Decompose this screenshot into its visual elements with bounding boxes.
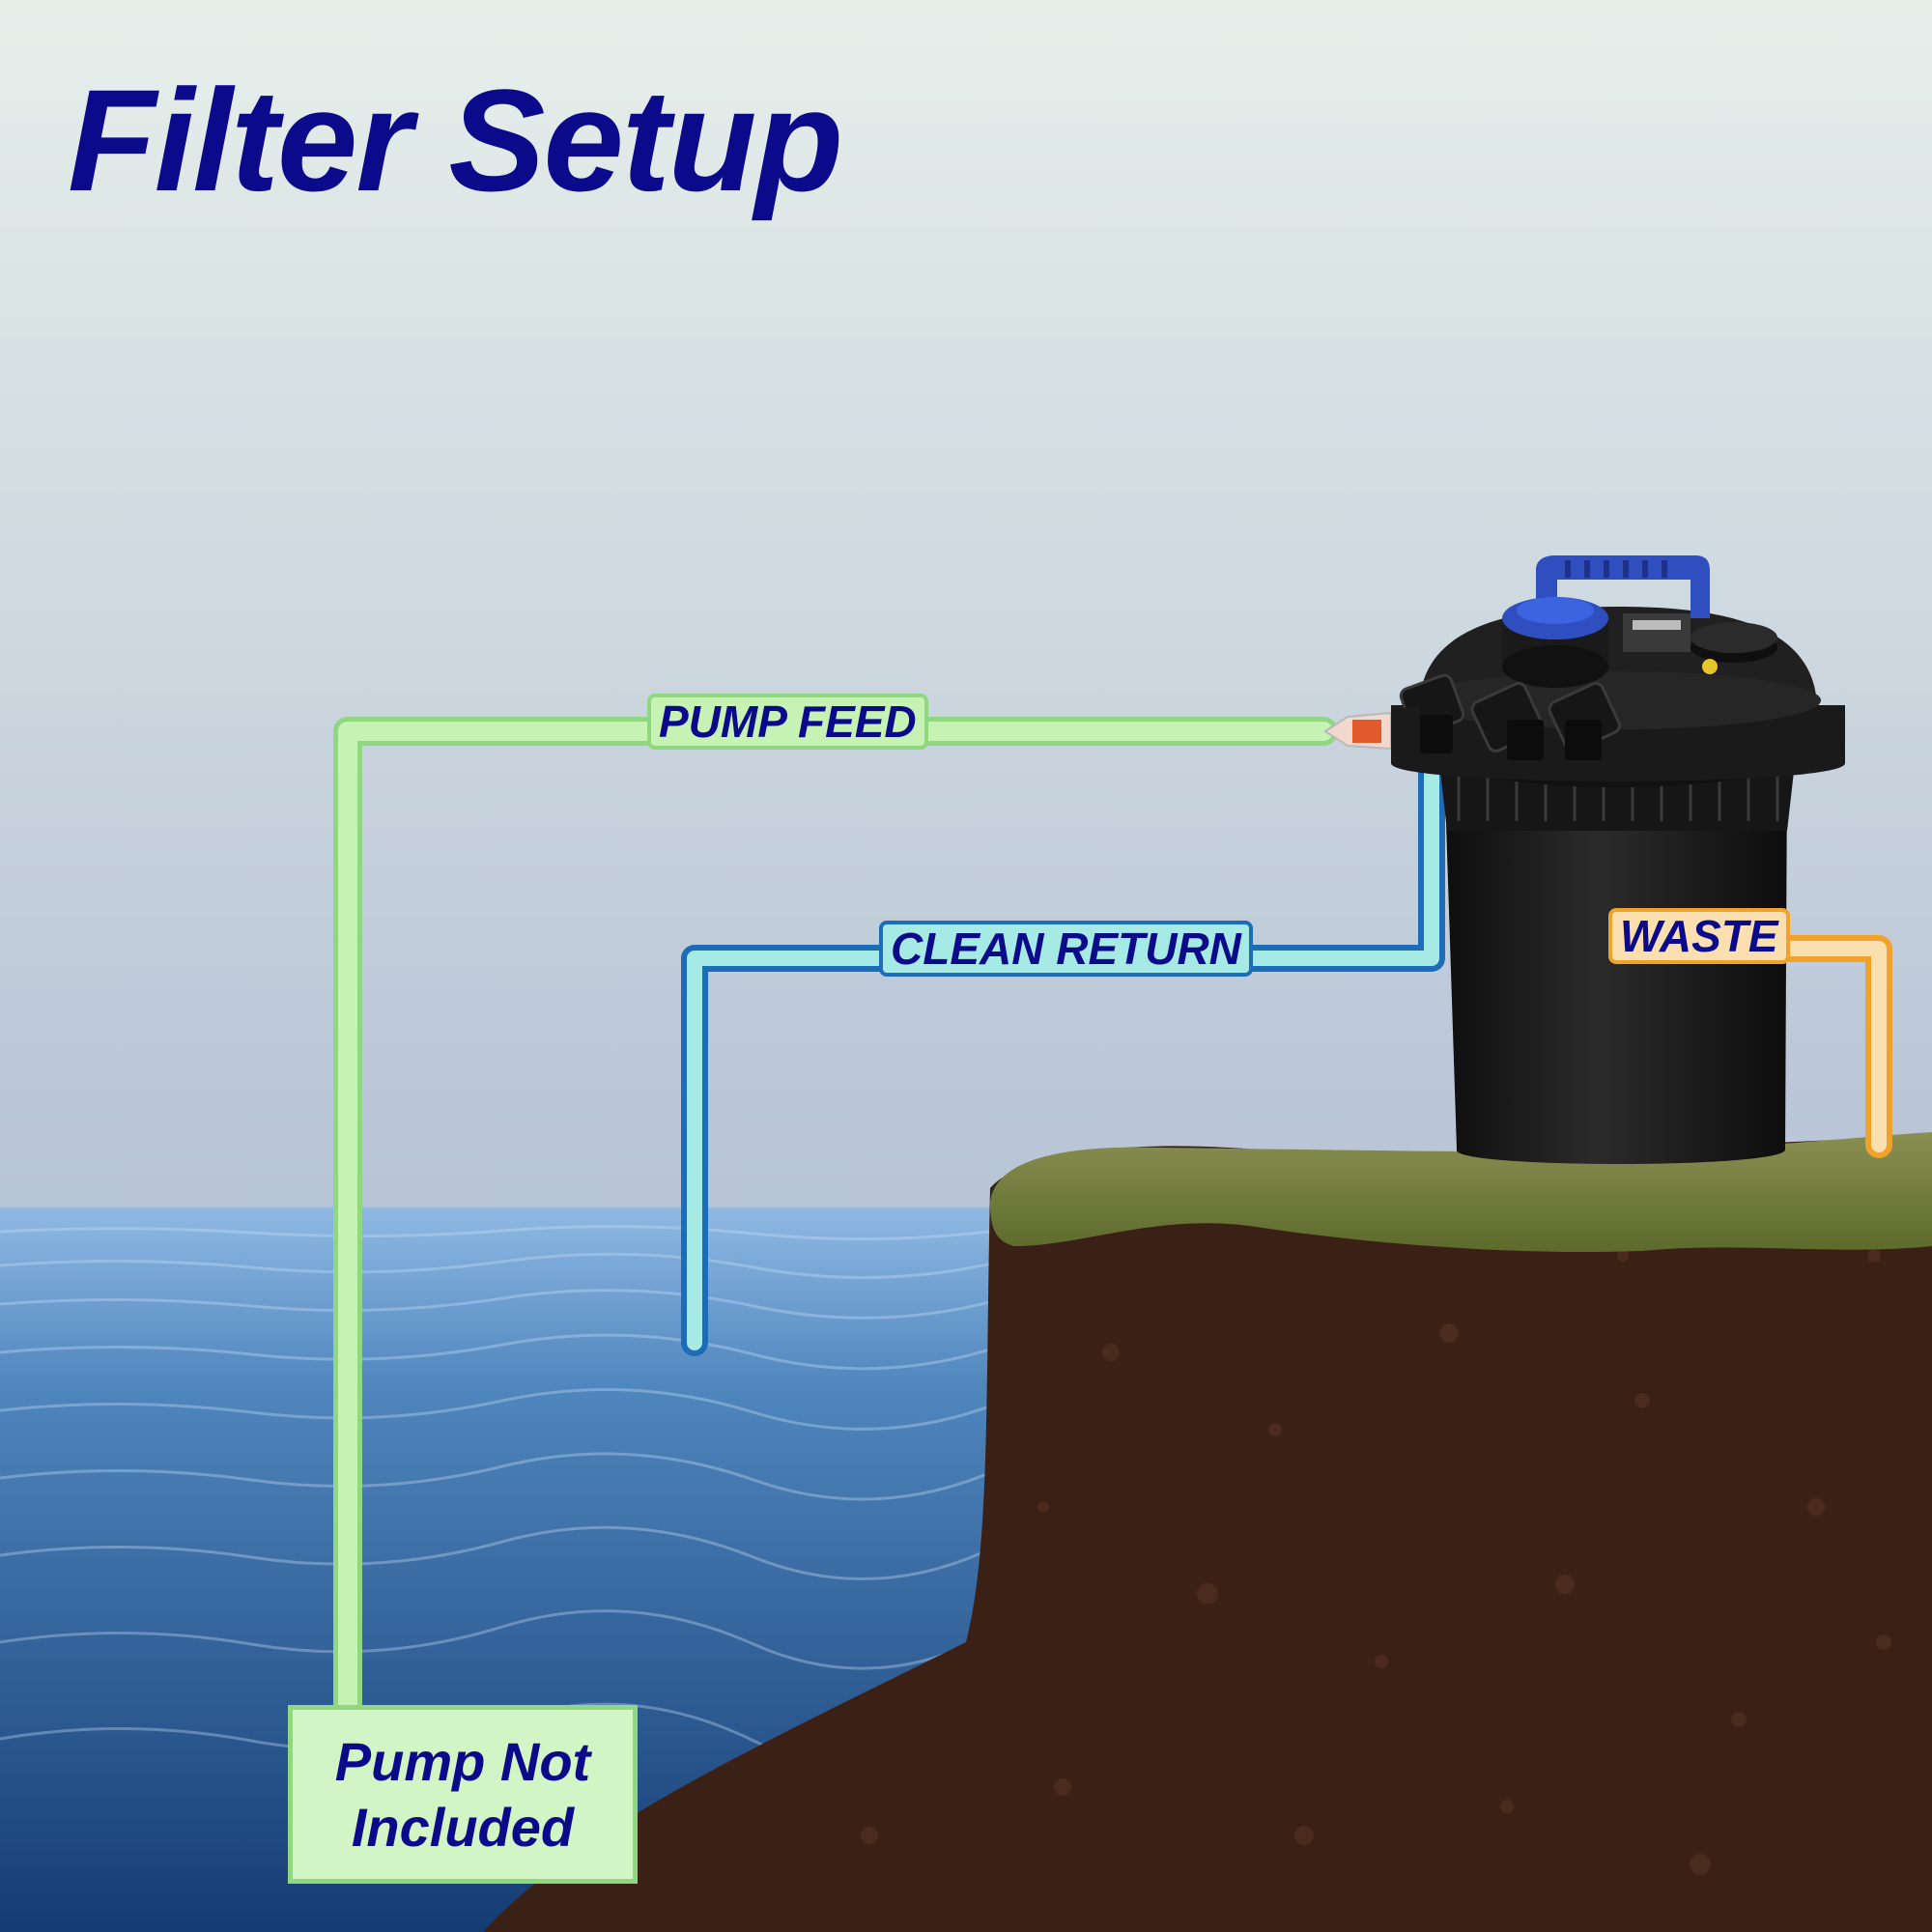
pump-feed-pipe: [333, 717, 1338, 1722]
page-title: Filter Setup: [68, 59, 843, 221]
waste-label: WASTE: [1608, 908, 1790, 964]
pump-not-included-box: Pump Not Included: [288, 1705, 638, 1884]
soil-icon: [483, 1135, 1932, 1932]
soil-texture: [861, 1249, 1891, 1875]
pump-box-line2: Included: [351, 1796, 575, 1858]
pump-feed-label: PUMP FEED: [647, 694, 928, 750]
clean-return-label: CLEAN RETURN: [879, 921, 1253, 977]
pump-box-line1: Pump Not: [334, 1730, 591, 1792]
